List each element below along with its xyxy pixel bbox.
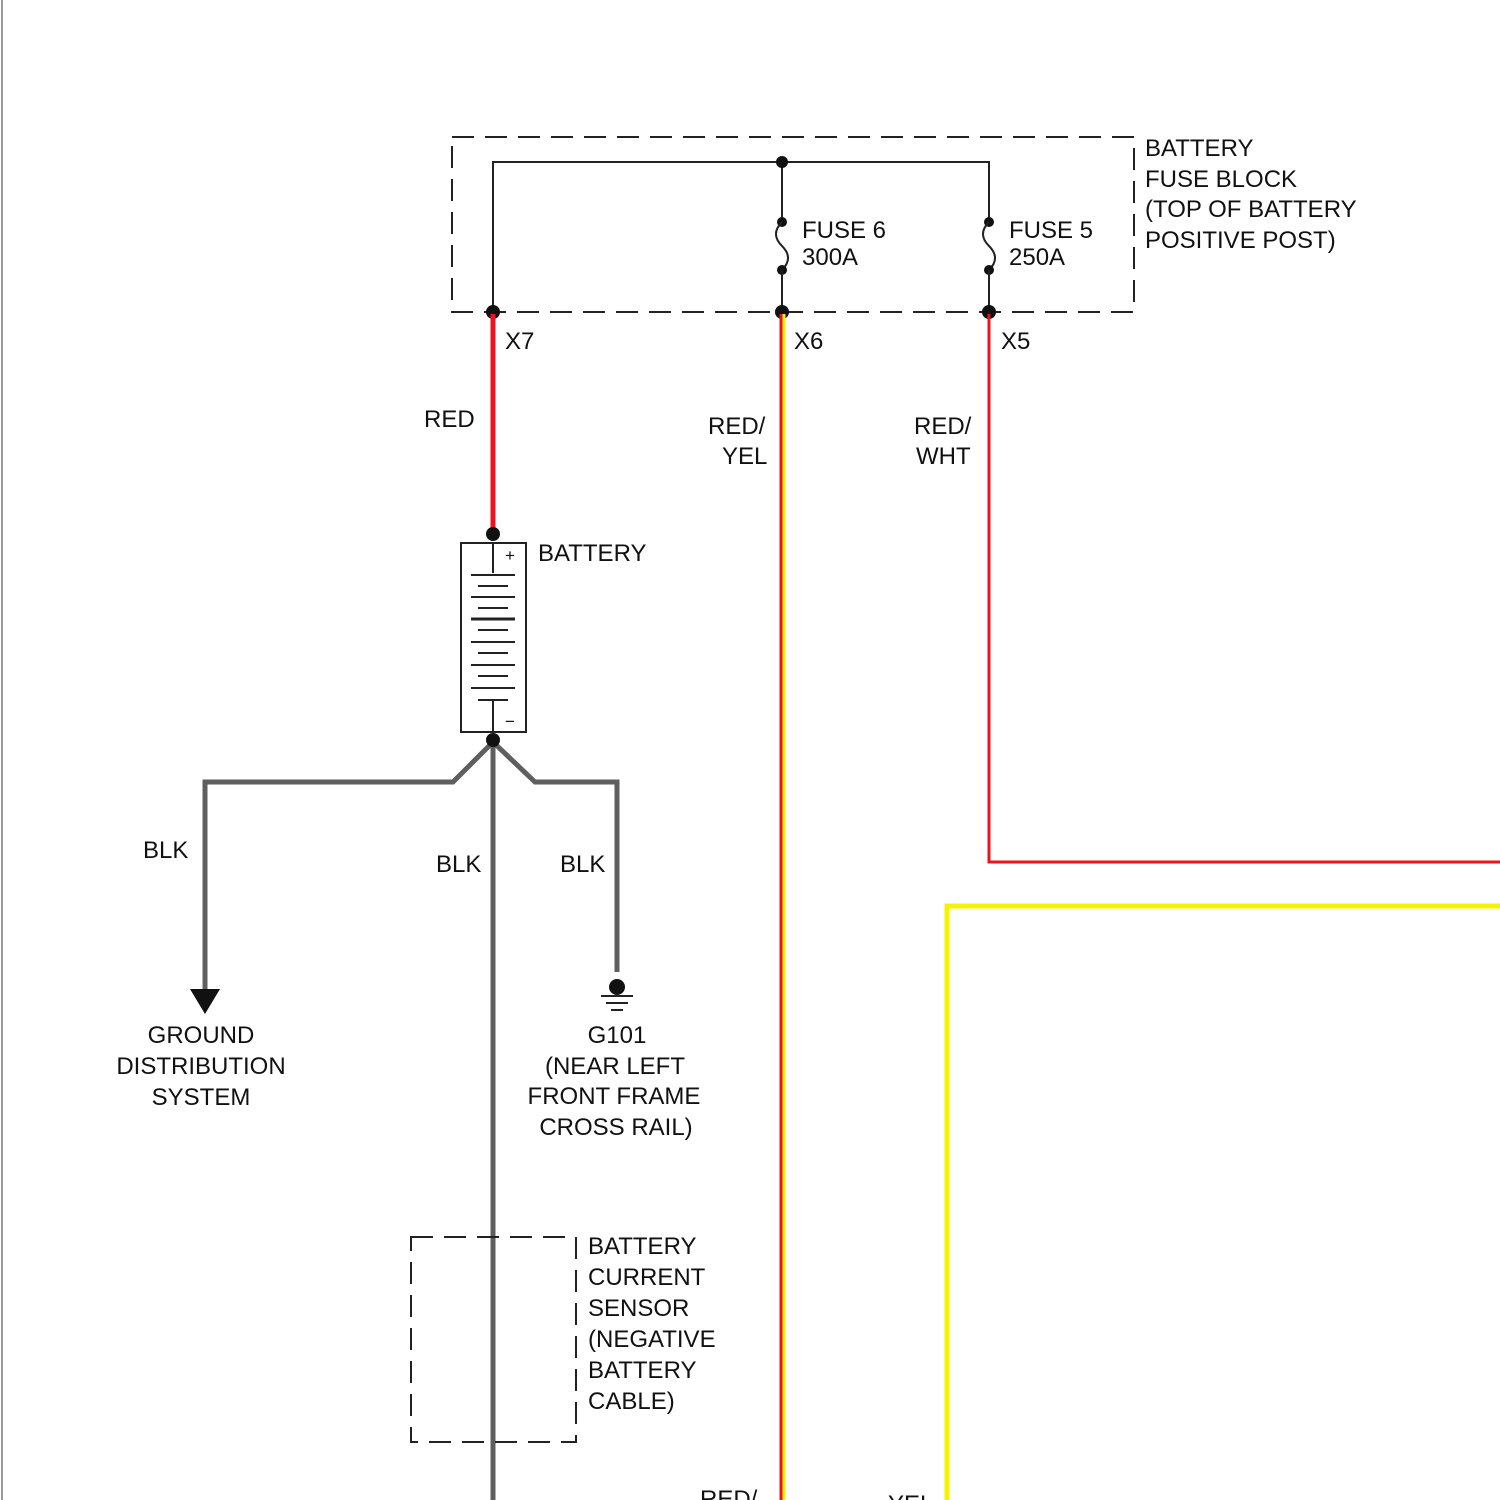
g101-label-line-4: CROSS RAIL) <box>539 1114 692 1141</box>
battery-plus-sign: + <box>505 546 515 565</box>
g101-label-line-2: (NEAR LEFT <box>545 1053 685 1080</box>
fuse-6-rating: 300A <box>802 244 858 271</box>
fuse-5-name: FUSE 5 <box>1009 217 1093 244</box>
current-sensor-label-line-6: CABLE) <box>588 1388 675 1415</box>
g101-label-line-1: G101 <box>588 1022 647 1049</box>
battery-label: BATTERY <box>538 540 646 567</box>
wire-x5-color-label-line-1: RED/ <box>914 413 972 440</box>
fuse-block-label-line-3: (TOP OF BATTERY <box>1145 196 1357 223</box>
current-sensor-label-line-5: BATTERY <box>588 1357 696 1384</box>
wire-x6-color-label-line-2: YEL <box>722 443 767 470</box>
battery-minus-sign: − <box>505 712 515 731</box>
ground-g101-icon <box>601 979 633 1010</box>
wire-bottom-yellow-partial-label: YEL <box>888 1491 933 1500</box>
current-sensor-label-line-1: BATTERY <box>588 1233 696 1260</box>
terminal-x5-label: X5 <box>1001 328 1030 355</box>
ground-distribution-label-line-1: GROUND <box>148 1022 255 1049</box>
terminal-x6-label: X6 <box>794 328 823 355</box>
fuse-5-rating: 250A <box>1009 244 1065 271</box>
fuse-6-symbol <box>776 217 788 312</box>
ground-distribution-arrow-icon <box>190 989 220 1014</box>
wire-yellow <box>947 906 1500 1500</box>
bus-splice-node <box>776 156 788 168</box>
g101-label-line-3: FRONT FRAME <box>528 1083 701 1110</box>
wire-ground-right-label: BLK <box>560 851 605 878</box>
current-sensor-label-line-2: CURRENT <box>588 1264 706 1291</box>
battery-fuse-block: FUSE 6 300A FUSE 5 250A BATTERY FUSE BLO… <box>452 135 1357 355</box>
wire-x7-color-label: RED <box>424 406 475 433</box>
wire-x6-red-yellow <box>781 314 784 1500</box>
wire-x6-color-label-line-1: RED/ <box>708 413 766 440</box>
wire-x5-red-white <box>989 314 1500 862</box>
fuse-block-label-line-4: POSITIVE POST) <box>1145 227 1336 254</box>
current-sensor-label-line-3: SENSOR <box>588 1295 689 1322</box>
terminal-x7-label: X7 <box>505 328 534 355</box>
current-sensor-label-line-4: (NEGATIVE <box>588 1326 716 1353</box>
battery-negative-node <box>486 733 500 747</box>
wire-bottom-red-partial-label: RED/ <box>700 1486 758 1500</box>
wire-ground-left-label: BLK <box>143 837 188 864</box>
battery-symbol <box>461 527 526 732</box>
wire-ground-center-label: BLK <box>436 851 481 878</box>
fuse-block-label-line-2: FUSE BLOCK <box>1145 166 1297 193</box>
fuse-block-label-line-1: BATTERY <box>1145 135 1253 162</box>
ground-distribution-label-line-3: SYSTEM <box>152 1084 251 1111</box>
ground-distribution-label-line-2: DISTRIBUTION <box>116 1053 285 1080</box>
fuse-6-name: FUSE 6 <box>802 217 886 244</box>
fuse-5-symbol <box>983 217 995 312</box>
fuse-block-bus <box>493 162 989 312</box>
wire-x5-color-label-line-2: WHT <box>916 443 971 470</box>
